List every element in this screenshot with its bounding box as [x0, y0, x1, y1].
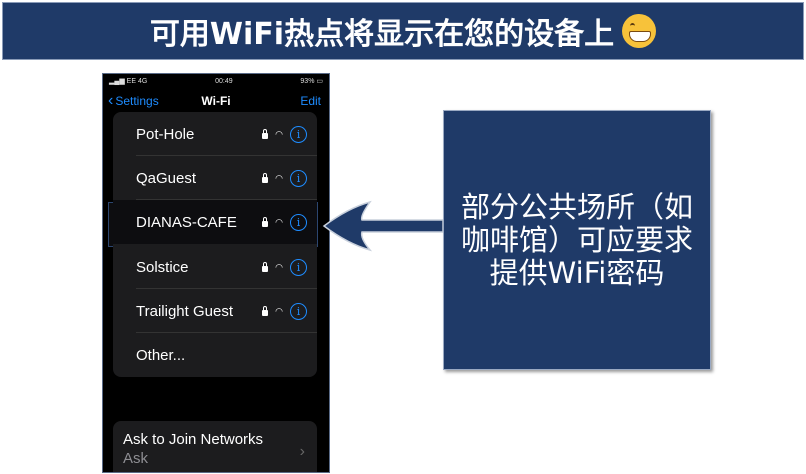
info-icon[interactable]: i: [290, 213, 307, 231]
lock-icon: [262, 261, 269, 272]
ask-to-join-label: Ask to Join Networks: [123, 431, 264, 448]
network-name: DIANAS-CAFE: [136, 213, 237, 231]
ask-to-join-row[interactable]: Ask to Join Networks Ask ›: [113, 421, 317, 472]
edit-button[interactable]: Edit: [300, 94, 321, 108]
other-network-row[interactable]: Other...: [113, 333, 317, 377]
network-name: QaGuest: [136, 169, 197, 187]
chevron-right-icon: ›: [299, 443, 305, 460]
lock-icon: [262, 128, 269, 139]
lock-icon: [262, 305, 269, 316]
wifi-icon: ◠: [275, 172, 283, 183]
network-list: Pot-Hole ◠ i QaGuest ◠ i DIANAS-CAFE ◠ i Solst…: [113, 112, 317, 377]
banner: 可用WiFi热点将显示在您的设备上: [2, 2, 804, 60]
network-name: Pot-Hole: [136, 125, 195, 143]
info-icon[interactable]: i: [290, 258, 307, 276]
carrier: EE: [126, 78, 137, 85]
info-icon[interactable]: i: [290, 125, 307, 143]
other-label: Other...: [136, 346, 186, 364]
arrow-left-icon: [322, 200, 444, 252]
network-row[interactable]: Solstice ◠ i: [113, 245, 317, 289]
network-name: Trailight Guest: [136, 302, 233, 320]
back-label: Settings: [115, 94, 159, 108]
grinning-face-icon: [622, 14, 657, 48]
network-row[interactable]: Pot-Hole ◠ i: [113, 112, 317, 156]
clock: 00:49: [215, 77, 233, 85]
callout-text: 部分公共场所（如咖啡馆）可应要求提供WiFi密码: [460, 189, 693, 290]
chevron-left-icon: ‹: [108, 92, 114, 109]
info-icon[interactable]: i: [290, 169, 307, 187]
battery-icon: ▭: [316, 78, 323, 85]
network-name: Solstice: [136, 258, 189, 276]
lock-icon: [262, 172, 269, 183]
network-type: 4G: [137, 78, 148, 85]
nav-bar: ‹Settings Wi-Fi Edit: [103, 88, 329, 114]
status-bar: ▂▄▆ EE 4G 00:49 93% ▭: [103, 74, 329, 88]
network-row-highlighted[interactable]: DIANAS-CAFE ◠ i: [113, 200, 317, 244]
battery-percent: 93%: [300, 78, 315, 85]
wifi-icon: ◠: [275, 128, 283, 139]
callout-box: 部分公共场所（如咖啡馆）可应要求提供WiFi密码: [443, 110, 711, 370]
network-row[interactable]: QaGuest ◠ i: [113, 156, 317, 200]
lock-icon: [262, 216, 269, 227]
network-row[interactable]: Trailight Guest ◠ i: [113, 289, 317, 333]
info-icon[interactable]: i: [290, 302, 307, 320]
signal-icon: ▂▄▆: [109, 78, 127, 85]
wifi-icon: ◠: [275, 216, 283, 227]
back-button[interactable]: ‹Settings: [108, 93, 159, 109]
ask-to-join-value: Ask: [123, 450, 149, 467]
banner-title: 可用WiFi热点将显示在您的设备上: [149, 17, 615, 52]
wifi-icon: ◠: [275, 305, 283, 316]
phone-screenshot: ▂▄▆ EE 4G 00:49 93% ▭ ‹Settings Wi-Fi Ed…: [102, 73, 330, 473]
wifi-icon: ◠: [275, 261, 283, 272]
